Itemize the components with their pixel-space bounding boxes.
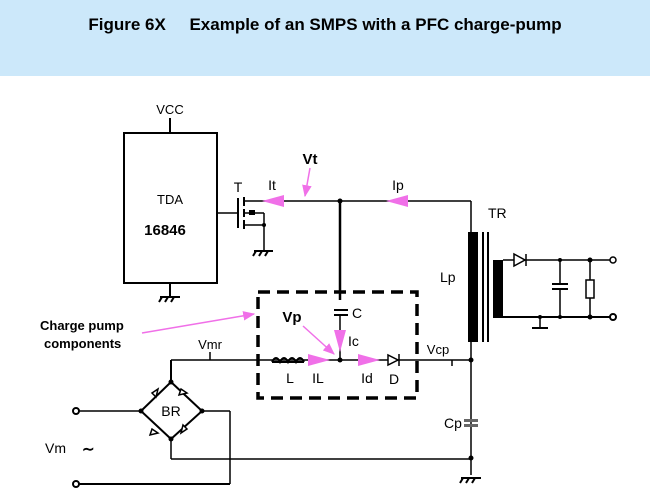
mains-terminal-1 [72, 407, 80, 415]
ic-name-2: 16846 [144, 222, 186, 239]
mains-terminal-2 [72, 480, 80, 488]
vm-label: Vm [45, 440, 66, 456]
ac-source-icon: ∼ [82, 441, 95, 458]
it-arrow-icon [262, 195, 284, 207]
annotation-line-1: Charge pump [40, 318, 124, 333]
figure-number: Figure 6X [88, 15, 166, 34]
br-label: BR [161, 403, 180, 419]
transformer-label: TR [488, 205, 507, 221]
it-label: It [268, 177, 276, 193]
load-resistor [585, 279, 595, 299]
d-label: D [389, 371, 399, 387]
output-terminal-pos [609, 256, 617, 264]
c-label: C [352, 305, 362, 321]
l-label: L [286, 370, 294, 386]
vcc-label: VCC [156, 102, 183, 117]
output-diode-icon [513, 252, 527, 268]
annotation-pointer [141, 311, 256, 334]
capacitor-cp: Cp [444, 415, 478, 431]
title-banner: Figure 6X Example of an SMPS with a PFC … [0, 0, 650, 76]
output-terminal-neg [609, 313, 617, 321]
ic-tda16846: VCC TDA 16846 [123, 102, 218, 303]
transistor-ground-icon [252, 250, 273, 257]
id-label: Id [361, 370, 373, 386]
ic-ground-icon [158, 296, 180, 303]
vcp-label: Vcp [427, 342, 449, 357]
bridge-diodes-icon [148, 387, 189, 437]
vmr-label: Vmr [198, 337, 223, 352]
il-label: IL [312, 370, 324, 386]
figure-caption: Example of an SMPS with a PFC charge-pum… [189, 15, 562, 34]
ip-label: Ip [392, 177, 404, 193]
transformer-tr: TR Lp [440, 205, 507, 342]
charge-pump-box [256, 290, 419, 400]
annotation-line-2: components [44, 336, 121, 351]
cp-label: Cp [444, 415, 462, 431]
bridge-rectifier-br: BR [138, 360, 205, 442]
diode-d: D [387, 353, 400, 387]
id-arrow-icon [358, 354, 380, 366]
figure-title: Figure 6X Example of an SMPS with a PFC … [0, 15, 650, 35]
junction-vp [337, 357, 343, 363]
transistor-t: T [217, 179, 340, 257]
ic-name-1: TDA [157, 192, 183, 207]
vt-label: Vt [303, 151, 318, 168]
lp-label: Lp [440, 269, 456, 285]
inductor-l: L [271, 357, 305, 386]
ic-body [123, 132, 218, 284]
cp-ground-icon [459, 477, 481, 484]
vp-pointer [302, 325, 335, 355]
vt-pointer [302, 167, 312, 198]
secondary-circuit [503, 252, 617, 329]
ic-arrow-icon [334, 330, 346, 352]
il-arrow-icon [308, 354, 330, 366]
ip-arrow-icon [386, 195, 408, 207]
ic-label: Ic [348, 333, 359, 349]
transistor-label: T [234, 179, 243, 195]
vp-label: Vp [282, 309, 301, 326]
